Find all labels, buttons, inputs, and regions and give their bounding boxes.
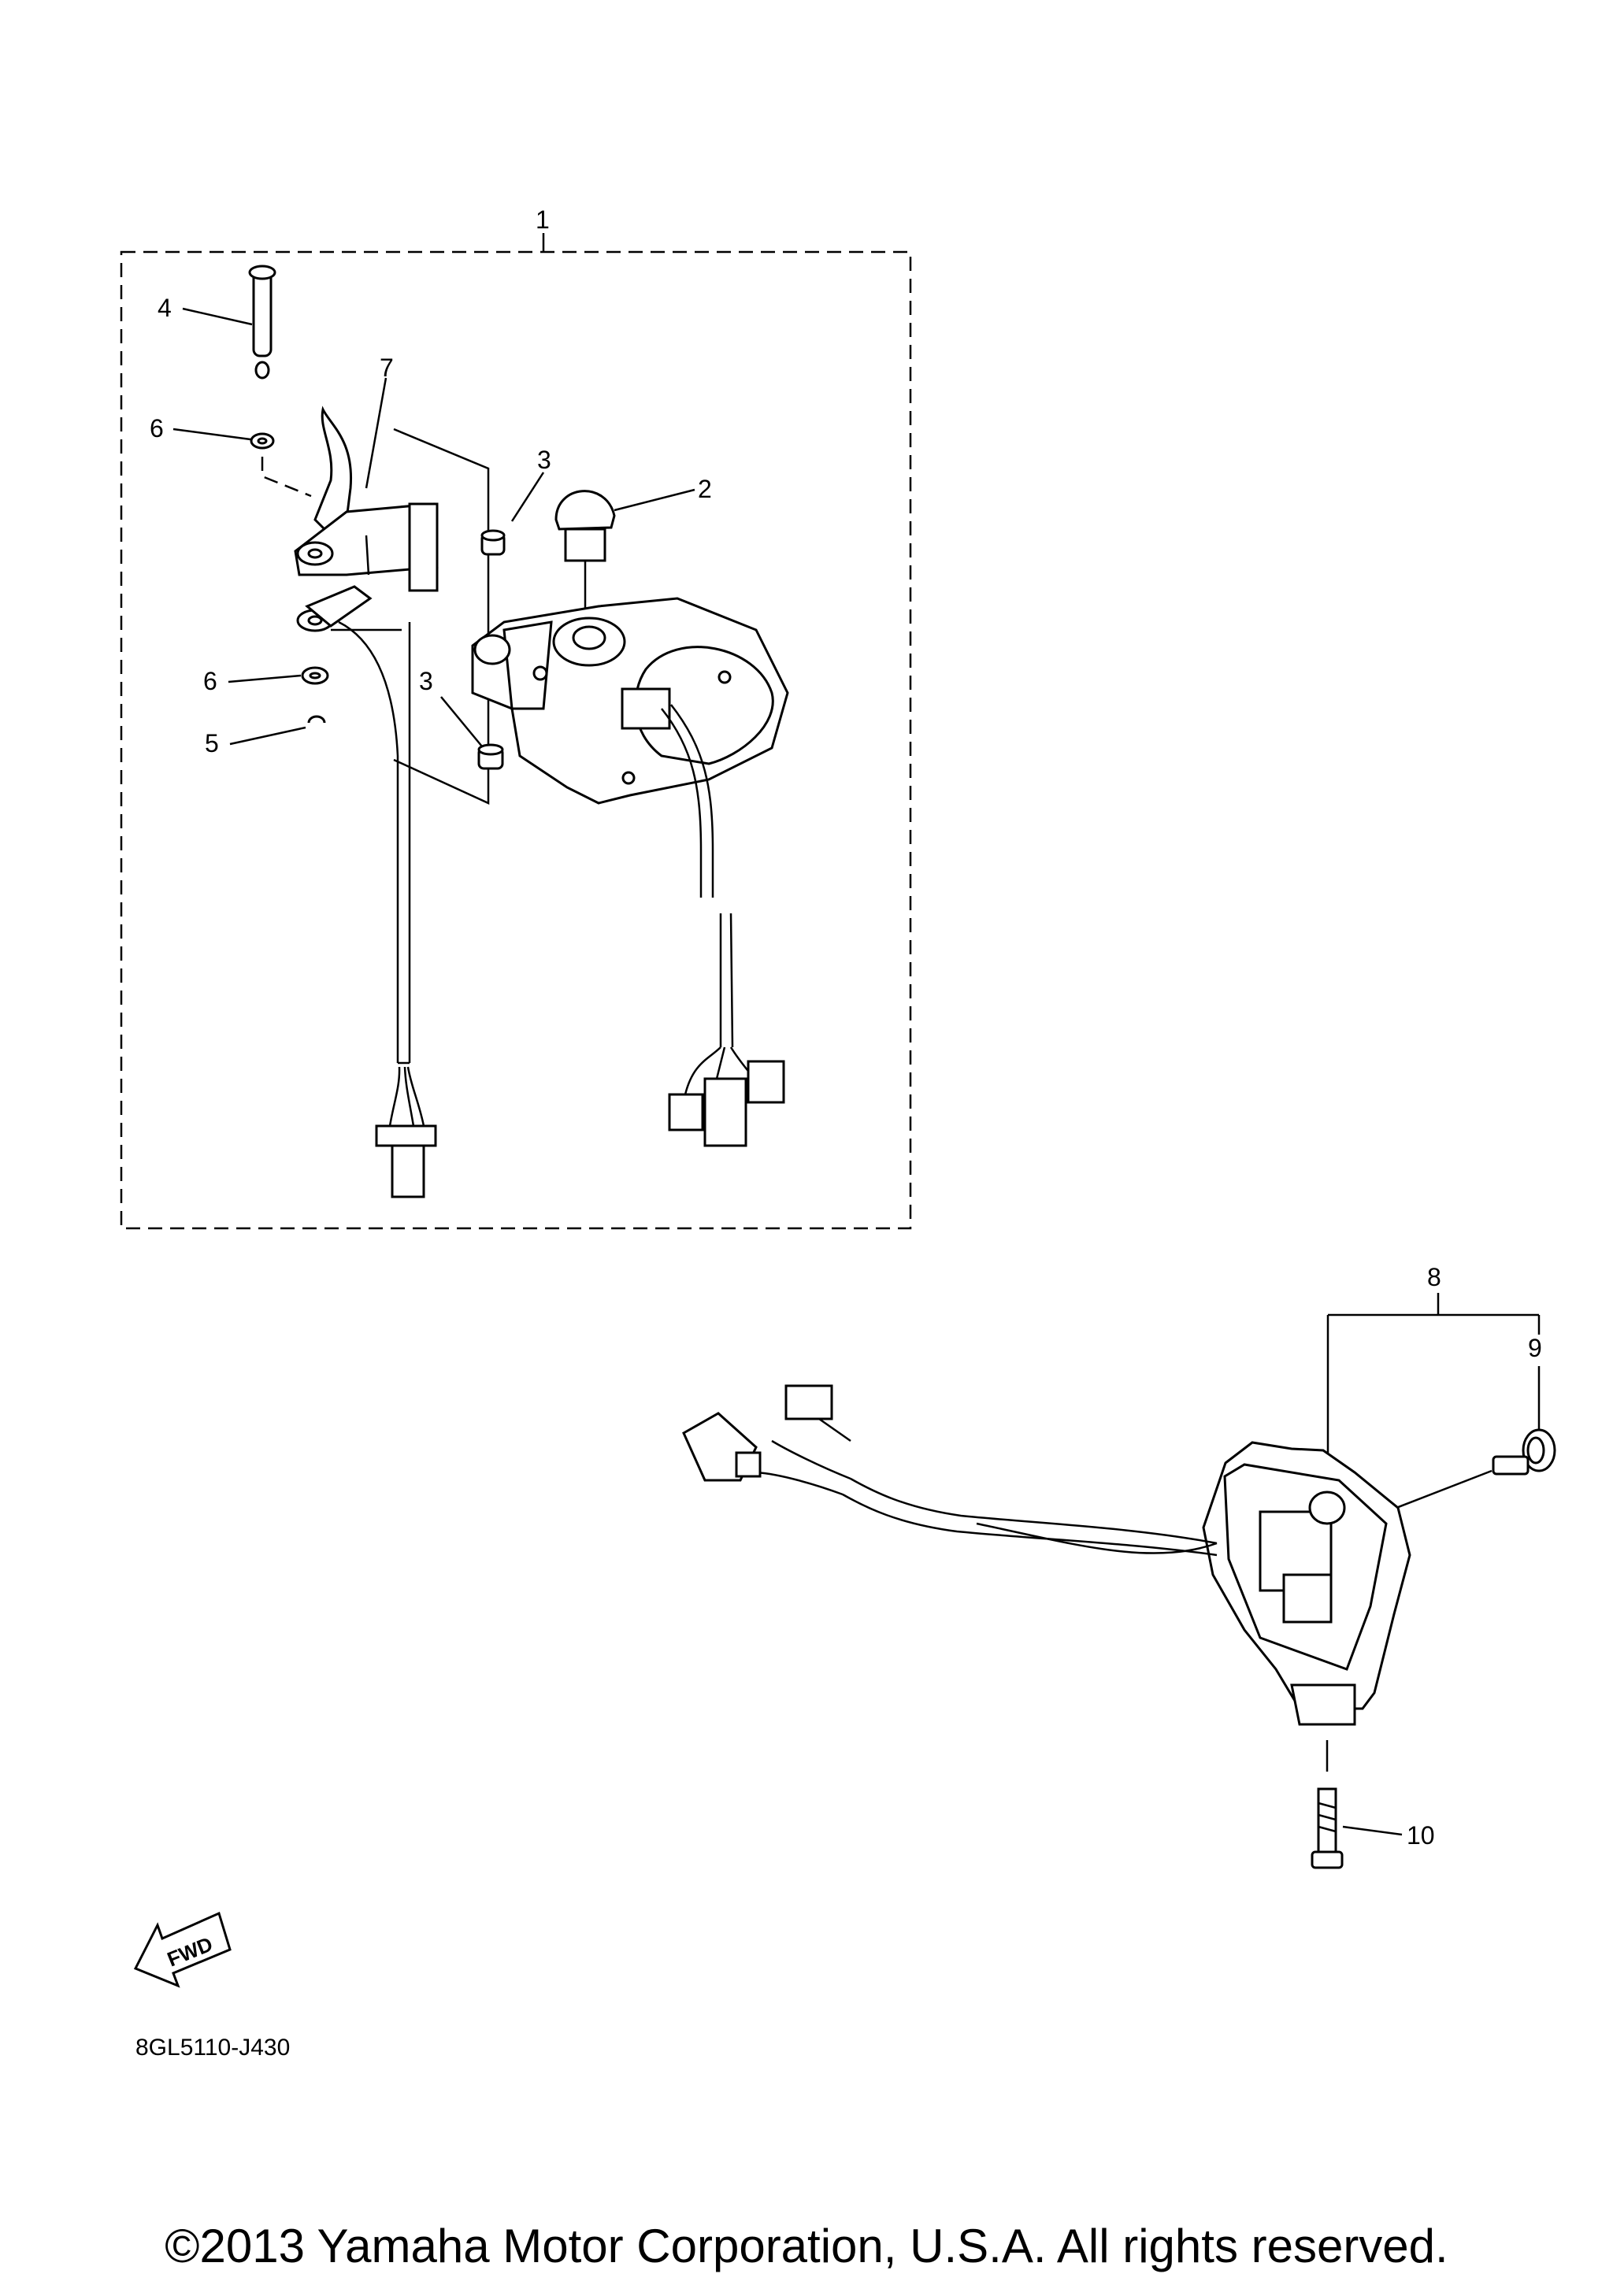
washer-part-6-bottom: 6 bbox=[203, 666, 329, 695]
copyright-notice: ©2013 Yamaha Motor Corporation, U.S.A. A… bbox=[165, 2220, 1448, 2272]
callout-6-top: 6 bbox=[150, 414, 164, 443]
callout-3-top: 3 bbox=[537, 446, 551, 474]
washer-part-6-top: 6 bbox=[150, 414, 312, 498]
grommet-part-3-top: 3 bbox=[480, 446, 551, 556]
callout-7: 7 bbox=[380, 354, 394, 382]
clip-part-5: 5 bbox=[205, 715, 326, 757]
assembly-1-boundary: 1 bbox=[120, 206, 912, 1230]
callout-6-bottom: 6 bbox=[203, 667, 217, 695]
button-part-2: 2 bbox=[554, 475, 712, 614]
callout-8: 8 bbox=[1427, 1263, 1441, 1291]
throttle-lever-part-7: 7 bbox=[294, 354, 490, 805]
callout-3-bottom: 3 bbox=[419, 667, 433, 695]
callout-10: 10 bbox=[1407, 1821, 1435, 1850]
callout-4: 4 bbox=[158, 294, 172, 322]
callout-5: 5 bbox=[205, 729, 219, 757]
bolt-part-10: 10 bbox=[1311, 1787, 1435, 1869]
lever-wire-harness bbox=[338, 620, 437, 1198]
assembly-8-bracket: 8 bbox=[1326, 1263, 1541, 1453]
diagram-code: 8GL5110-J430 bbox=[135, 2035, 290, 2061]
pin-part-4: 4 bbox=[158, 265, 276, 380]
callout-1: 1 bbox=[536, 206, 550, 234]
housing-wire-harness bbox=[668, 913, 785, 1147]
lower-wire-harness bbox=[682, 1384, 1218, 1557]
switch-housing bbox=[471, 597, 789, 898]
fwd-arrow-icon: FWD bbox=[133, 1911, 232, 1988]
screw-part-9: 9 bbox=[1385, 1334, 1556, 1513]
lower-switch-body bbox=[1202, 1441, 1411, 1772]
callout-9: 9 bbox=[1528, 1334, 1542, 1362]
grommet-part-3-bottom: 3 bbox=[419, 667, 504, 770]
callout-2: 2 bbox=[698, 475, 712, 503]
